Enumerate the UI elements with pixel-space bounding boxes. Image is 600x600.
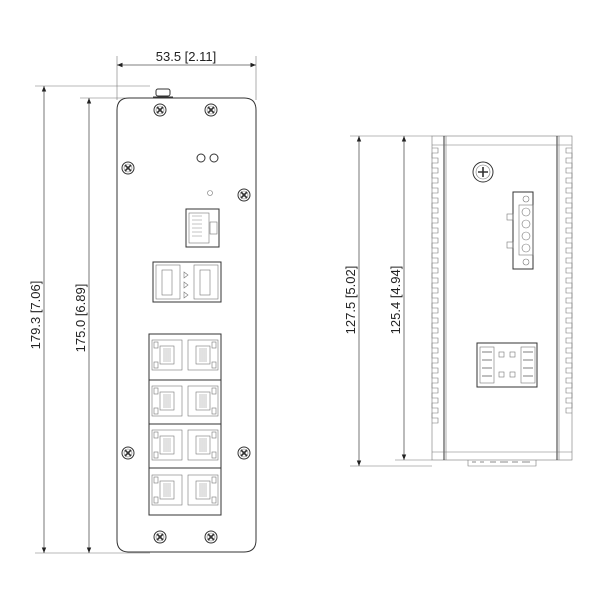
dip-switch-block [476,342,538,388]
rj45-port-icon [187,474,219,506]
width-dimension: 53.5 [2.11] [116,49,257,100]
front-view: 53.5 [2.11] 179.3 [7.06] 175.0 [6.89] [28,49,257,554]
body-height-label: 175.0 [6.89] [73,284,88,353]
ground-screw-icon [472,161,494,183]
overall-height-dimension: 179.3 [7.06] [28,85,150,554]
rj45-port-icon [151,474,183,506]
width-label: 53.5 [2.11] [156,49,216,64]
screw-icon [121,161,135,175]
body-depth-dimension: 125.4 [4.94] [388,136,432,461]
screw-icon [204,103,218,117]
rj45-port-icon [151,385,183,417]
power-terminal-block [506,191,534,270]
body-height-dimension: 175.0 [6.89] [73,97,125,553]
rj45-port-icon [187,385,219,417]
led-icon [209,153,219,163]
side-view: 127.5 [5.02] 125.4 [4.94] [343,135,573,467]
ground-knob-icon [155,88,171,97]
screw-icon [153,530,167,544]
heatsink-fins-right [565,147,573,414]
overall-depth-label: 127.5 [5.02] [343,266,358,335]
screw-icon [121,446,135,460]
screw-icon [204,530,218,544]
overall-height-label: 179.3 [7.06] [28,281,43,350]
overall-depth-dimension: 127.5 [5.02] [343,135,432,467]
front-panel [116,97,257,553]
screw-icon [153,103,167,117]
led-icon [196,153,206,163]
console-port [185,208,220,248]
rj45-port-icon [151,429,183,461]
rj45-port-icon [151,339,183,371]
screw-icon [237,446,251,460]
body-depth-label: 125.4 [4.94] [388,266,403,335]
screw-icon [237,188,251,202]
sfp-ports [152,261,222,303]
din-rail-clip [467,460,537,467]
ethernet-port-block [148,333,222,516]
rj45-port-icon [187,339,219,371]
heatsink-fins-left [431,147,439,424]
rj45-port-icon [187,429,219,461]
reset-hole-icon [207,190,213,196]
